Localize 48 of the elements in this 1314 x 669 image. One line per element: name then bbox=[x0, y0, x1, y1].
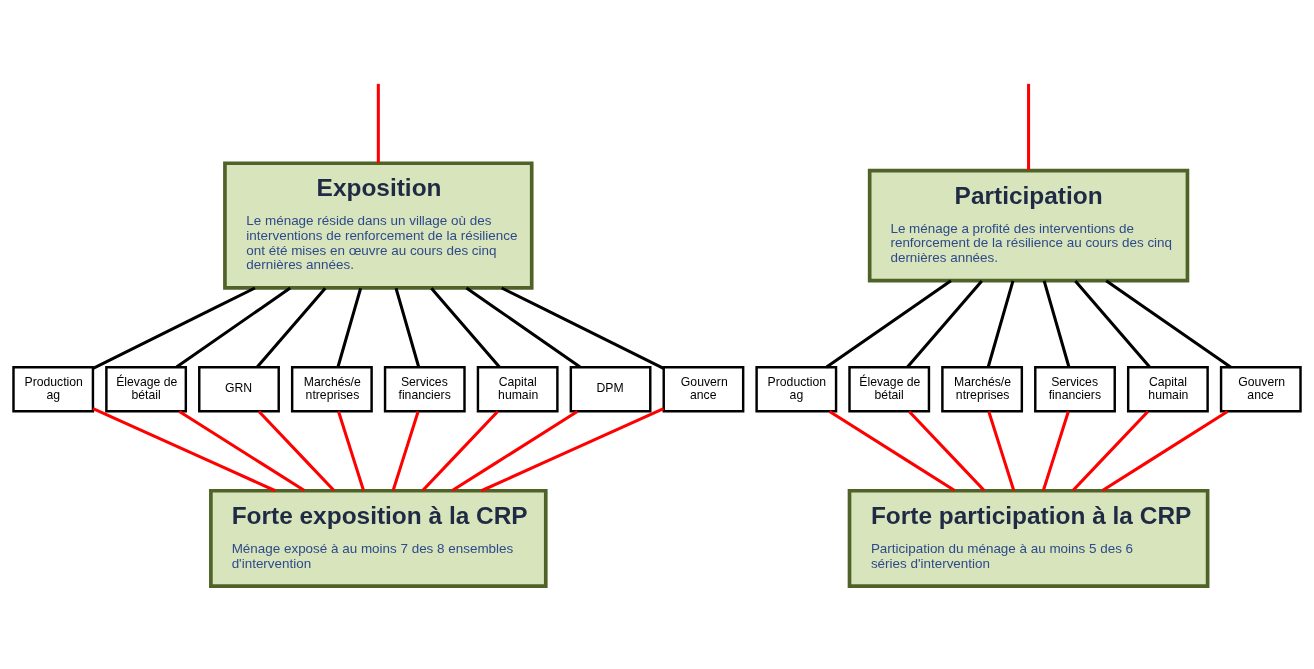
connector bbox=[336, 287, 363, 368]
connector bbox=[1105, 279, 1232, 369]
connector bbox=[908, 410, 986, 492]
node-box: Élevage de bétail bbox=[848, 366, 931, 413]
connector bbox=[337, 411, 365, 491]
connector bbox=[987, 411, 1016, 491]
connector bbox=[1042, 280, 1071, 368]
node-box: DPM bbox=[569, 366, 652, 413]
connector bbox=[256, 287, 327, 368]
node-box: Forte participation à la CRP Participation du ménage à au moins 5 des 6 séries d'intervention bbox=[847, 488, 1210, 588]
connector bbox=[376, 83, 380, 163]
node-box: Capital humain bbox=[1126, 366, 1209, 413]
connector bbox=[92, 407, 276, 493]
connector bbox=[480, 407, 665, 493]
connector bbox=[465, 286, 581, 369]
connector bbox=[1071, 410, 1150, 492]
connector bbox=[391, 411, 420, 491]
node-box: Gouvern ance bbox=[1219, 366, 1302, 413]
node-box: Production ag bbox=[12, 366, 95, 413]
node-box: Marchés/e ntreprises bbox=[941, 366, 1024, 413]
node-box: Production ag bbox=[755, 366, 838, 413]
node-box: Élevage de bétail bbox=[105, 366, 188, 413]
node-box: Services financiers bbox=[383, 366, 466, 413]
node-box: Services financiers bbox=[1034, 366, 1116, 413]
connector bbox=[1041, 411, 1070, 491]
node-box: Capital humain bbox=[476, 366, 559, 413]
node-box: Gouvern ance bbox=[662, 366, 745, 413]
connector bbox=[451, 410, 579, 492]
connector bbox=[828, 410, 956, 492]
connector bbox=[986, 280, 1015, 368]
connector bbox=[175, 286, 292, 369]
connector bbox=[421, 410, 499, 492]
node-box: Marchés/e ntreprises bbox=[290, 366, 373, 413]
connector bbox=[825, 279, 952, 369]
node-box: Forte exposition à la CRP Ménage exposé à au moins 7 des 8 ensembles d'intervention bbox=[209, 488, 548, 588]
connector bbox=[257, 410, 336, 492]
connector bbox=[394, 287, 421, 368]
node-box: GRN bbox=[198, 366, 280, 413]
connector bbox=[1027, 83, 1031, 171]
connector bbox=[906, 279, 983, 368]
connector bbox=[430, 287, 501, 368]
connector bbox=[92, 286, 256, 370]
node-box: Exposition Le ménage réside dans un village où des interventions de renforcement de la résilience ont été mises en œuvre au cours des cinq dernières années. bbox=[223, 161, 534, 290]
connector bbox=[178, 410, 306, 492]
node-box: Participation Le ménage a profité des interventions de renforcement de la résilience au cours des cinq dernières années. bbox=[867, 168, 1190, 283]
connector bbox=[1101, 410, 1229, 492]
connector bbox=[1074, 279, 1151, 368]
connector bbox=[501, 286, 665, 370]
